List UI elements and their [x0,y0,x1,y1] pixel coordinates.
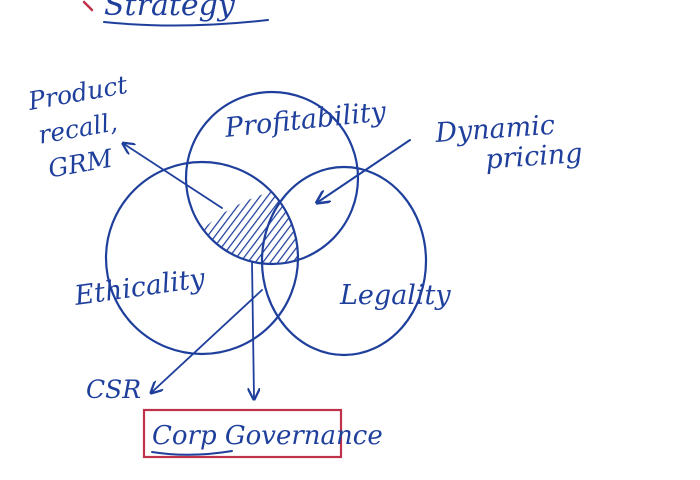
heading-text: Strategy [104,0,236,23]
heading-accent-mark [82,0,94,12]
annotation-pricing: pricing [484,138,583,176]
arrow-from-dynamic-pricing [318,139,411,202]
heading-fragment: Strategy [82,0,269,27]
arrow-to-csr [152,289,263,392]
legality-circle [260,165,428,357]
legality-label: Legality [339,280,451,311]
dynamic-pricing-annotation: Dynamic pricing [433,110,583,176]
arrow-to-corp-governance [252,261,254,398]
central-intersection-hatch [186,181,298,264]
profitability-circle [184,90,360,266]
ethicality-label: Ethicality [72,263,208,312]
corp-governance-underline [151,450,233,456]
ethicality-circle [104,160,300,356]
corp-governance-label: Corp Governance [152,421,383,451]
corp-governance-border [142,408,343,459]
heading-underline [103,19,269,27]
annotation-grm: GRM [46,143,116,183]
annotation-csr: CSR [86,375,141,404]
arrow-to-product-recall [124,144,223,209]
product-recall-annotation: Product recall, GRM [25,70,130,184]
corp-governance-box: Corp Governance [142,408,383,459]
profitability-label: Profitability [222,96,388,144]
